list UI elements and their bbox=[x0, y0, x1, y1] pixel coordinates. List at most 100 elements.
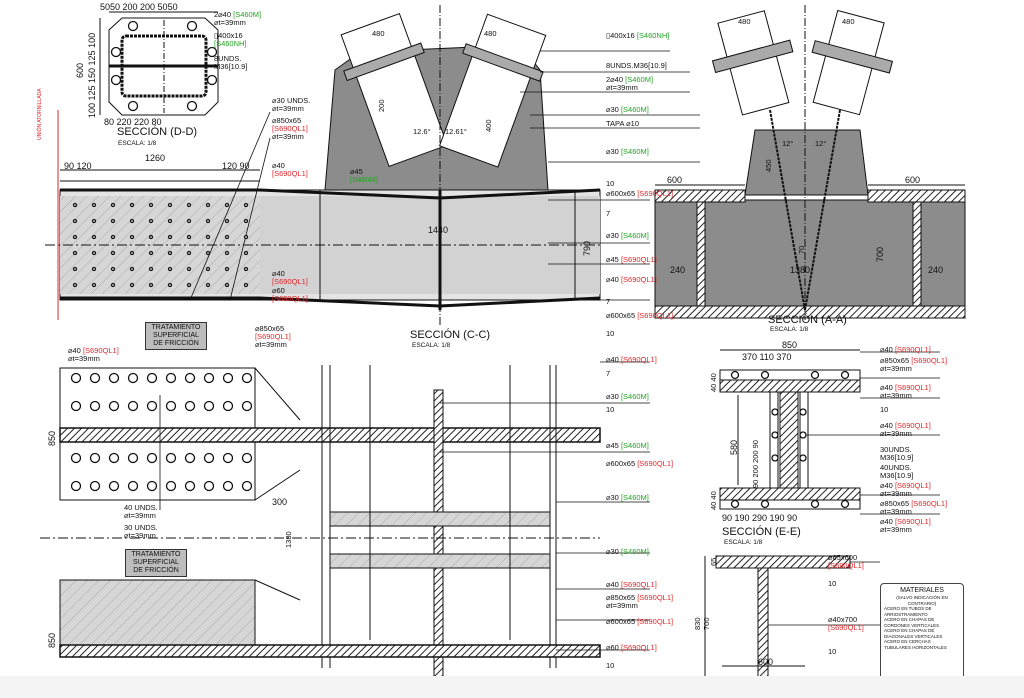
callout: ⌀40 [S690QL1] bbox=[606, 356, 657, 364]
section-dd-drawing bbox=[99, 11, 219, 116]
bolt-icon bbox=[206, 74, 218, 86]
bolt-icon bbox=[203, 372, 215, 384]
callout-label: 30UNDS. bbox=[880, 445, 912, 454]
materials-line: ACERO EN CHAPAS DE bbox=[884, 628, 935, 633]
callout: ▯400x16 [S460NH] bbox=[606, 32, 669, 40]
bolt-icon bbox=[91, 282, 97, 288]
bolt-icon bbox=[224, 282, 230, 288]
callout: ⌀30 [S460M] bbox=[606, 548, 649, 556]
materials-box: MATERIALES (SALVO INDICACIÓN EN CONTRARI… bbox=[880, 583, 964, 683]
bolt-icon bbox=[167, 218, 173, 224]
bolt-icon bbox=[205, 282, 211, 288]
bolt-icon bbox=[129, 218, 135, 224]
callout-grade: [S690QL1] bbox=[620, 255, 657, 264]
bolt-icon bbox=[810, 499, 820, 509]
callout-sub: ⌀t=39mm bbox=[880, 507, 912, 516]
bolt-icon bbox=[110, 266, 116, 272]
callout-label: ⌀600x65 bbox=[606, 459, 636, 468]
bolt-icon bbox=[148, 250, 154, 256]
callout-grade: [S690QL1] bbox=[894, 517, 931, 526]
callout: ⌀40 [S690QL1] bbox=[606, 276, 657, 284]
cc-dim-1260: 1260 bbox=[145, 153, 166, 163]
bolt-icon bbox=[110, 282, 116, 288]
label: 2⌀40 bbox=[214, 10, 232, 19]
callout-label: ⌀850x65 bbox=[606, 593, 636, 602]
bolt-icon bbox=[186, 234, 192, 240]
cc-len-1: 200 bbox=[377, 99, 386, 112]
bolt-icon bbox=[165, 372, 177, 384]
materials-line: ACERO EN CHAPAS DE bbox=[884, 617, 935, 622]
callout-label: ⌀45 bbox=[606, 255, 619, 264]
ee-callout: ⌀850x65 [S690QL1]⌀t=39mm bbox=[880, 357, 947, 373]
dd-callout-2-grade: [S460NH] bbox=[214, 39, 247, 48]
ee-callout: 10 bbox=[880, 406, 888, 414]
t-w2: 10 bbox=[828, 647, 837, 656]
cc-dim-left: 90 120 bbox=[64, 161, 92, 171]
ee-title: SECCIÓN (E-E) bbox=[722, 526, 801, 538]
section-aa-drawing bbox=[654, 5, 966, 320]
plan-b40: 40 UNDS. bbox=[124, 503, 158, 512]
dd-dims-left: 100 125 150 125 100 bbox=[87, 32, 97, 118]
bolt-icon bbox=[184, 480, 196, 492]
bolt-icon bbox=[243, 266, 249, 272]
callout-label: ⌀60 bbox=[606, 643, 619, 652]
bolt-icon bbox=[799, 454, 807, 462]
plan-c1: ⌀40 [S690QL1] bbox=[68, 347, 119, 355]
callout-label: 7 bbox=[606, 297, 611, 306]
bolt-icon bbox=[184, 452, 196, 464]
bolt-icon bbox=[771, 454, 779, 462]
plan-b30-t: ⌀t=39mm bbox=[124, 531, 156, 540]
callout: 7 bbox=[606, 370, 610, 378]
bolt-icon bbox=[224, 250, 230, 256]
ee-scale: ESCALA: 1/8 bbox=[724, 539, 763, 546]
cc-angle-right: 12.61° bbox=[445, 127, 467, 136]
callout-label: ⌀40 bbox=[880, 481, 893, 490]
callout-label: TAPA ⌀10 bbox=[606, 119, 640, 128]
t-d600: 600 bbox=[758, 657, 774, 667]
ee-w850: 850 bbox=[782, 340, 798, 350]
callout-grade: [S460M] bbox=[620, 392, 649, 401]
callout: ⌀30 [S460M] bbox=[606, 106, 649, 114]
bolt-icon bbox=[224, 266, 230, 272]
bolt-icon bbox=[148, 234, 154, 240]
bolt-icon bbox=[205, 250, 211, 256]
callout-grade: [S690QL1] bbox=[637, 459, 674, 468]
bolt-icon bbox=[771, 408, 779, 416]
bolt-icon bbox=[205, 218, 211, 224]
callout-grade: [S690QL1] bbox=[620, 355, 657, 364]
ee-callout: ⌀40 [S690QL1]⌀t=39mm bbox=[880, 482, 931, 498]
grade: [S690QL1] bbox=[82, 346, 119, 355]
bolt-icon bbox=[224, 202, 230, 208]
bolt-icon bbox=[222, 480, 234, 492]
aa-d70: 70 bbox=[797, 245, 806, 254]
callout-label: ⌀600x65 bbox=[606, 189, 636, 198]
bolt-icon bbox=[91, 266, 97, 272]
bolt-icon bbox=[224, 218, 230, 224]
callout-label: ⌀30 bbox=[606, 493, 619, 502]
plan-h850b: 850 bbox=[47, 632, 57, 648]
callout-label: ⌀30 bbox=[606, 392, 619, 401]
bolt-icon bbox=[127, 100, 139, 112]
callout-label: ⌀600x65 bbox=[606, 311, 636, 320]
cc-dim-790: 790 bbox=[582, 240, 592, 256]
bolt-icon bbox=[72, 218, 78, 224]
leader-lines bbox=[159, 50, 940, 651]
callout: ⌀30 [S460M] bbox=[606, 232, 649, 240]
bolt-icon bbox=[241, 400, 253, 412]
callout-grade: [S460M] bbox=[620, 547, 649, 556]
bolt-icon bbox=[146, 452, 158, 464]
bolt-icon bbox=[241, 480, 253, 492]
bolt-icon bbox=[186, 250, 192, 256]
cc-tube-w-right: 480 bbox=[484, 29, 497, 38]
aa-title: SECCIÓN (A-A) bbox=[768, 314, 847, 326]
ee-callout: ⌀850x65 [S690QL1]⌀t=39mm bbox=[880, 500, 947, 516]
cc-angle-left: 12.6° bbox=[413, 127, 431, 136]
friction-note-bottom: TRATAMIENTO SUPERFICIAL DE FRICCIÓN bbox=[125, 549, 187, 577]
plan-d300: 300 bbox=[272, 497, 288, 507]
bolt-icon bbox=[129, 250, 135, 256]
callout-grade: [S690QL1] bbox=[620, 275, 657, 284]
cc-dim-1440: 1440 bbox=[428, 225, 449, 235]
bolt-icon bbox=[184, 400, 196, 412]
callout-grade: [S460M] bbox=[620, 441, 649, 450]
callout: 10 bbox=[606, 406, 614, 414]
